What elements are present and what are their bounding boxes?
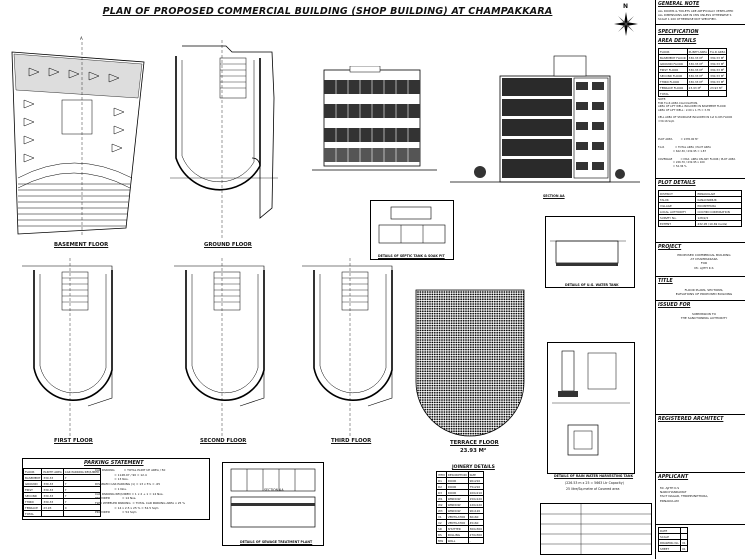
page-title: PLAN OF PROPOSED COMMERCIAL BUILDING (SH…	[102, 6, 553, 17]
divider	[656, 178, 745, 179]
septic-tank-label: DETAILS OF SEPTIC TANK & SOAK PIT	[378, 254, 445, 258]
table-cell: MW	[436, 537, 447, 544]
terrace-floor-label: TERRACE FLOOR	[450, 440, 499, 446]
sheet-value: 01	[680, 545, 688, 552]
parking-calculation-text: CAR PARKING = TOTAL PLINT UP AREA / 50 =…	[95, 468, 186, 515]
first-floor-plan	[8, 258, 133, 438]
applicant-text: Mr. AJITH K.S NARICHANDAMAT FACT NAGAR, …	[660, 486, 709, 503]
rainwater-capacity: (226.53 m x 25 = 5663 Ltr Capacity)	[565, 481, 624, 485]
general-note-text: ALL ROOMS & TOILETS ARE ARTIFICIALLY VEN…	[658, 9, 734, 21]
terrace-floor-plan	[412, 286, 530, 440]
title-heading: TITLE	[658, 279, 673, 284]
joinery-title: JOINERY DETAILS	[452, 465, 495, 470]
north-label: N	[623, 3, 629, 10]
parking-statement-title: PARKING STATEMENT	[84, 460, 144, 466]
table-cell: WALL	[445, 537, 469, 544]
table-cell	[686, 90, 710, 97]
axis-label-a: A	[80, 36, 83, 41]
table-cell: TOTAL	[22, 510, 43, 517]
table-row: TOTAL	[658, 90, 728, 97]
table-cell: EXTENT	[657, 220, 697, 227]
second-floor-plan	[160, 258, 285, 438]
project-heading: PROJECT	[658, 245, 682, 250]
table-cell: TOTAL	[658, 90, 688, 97]
table-row: TOTAL	[22, 510, 102, 517]
parking-statement-box	[22, 458, 210, 520]
ground-floor-label: GROUND FLOOR	[204, 242, 252, 248]
ug-water-tank-detail	[545, 216, 635, 288]
section-aa-label: SECTION AA	[543, 194, 565, 198]
ug-tank-label: DETAILS OF U.G. WATER TANK	[565, 283, 619, 287]
sewage-plant-label: DETAILS OF SEWAGE TREATMENT PLANT	[240, 540, 313, 544]
issued-for-text: SUBMISSION TO THE SANCTIONING AUTHORITY	[680, 312, 728, 321]
basement-floor-plan: A	[4, 36, 154, 238]
applicant-heading: APPLICANT	[658, 475, 689, 480]
north-compass-icon: N	[612, 3, 640, 44]
divider	[656, 24, 745, 25]
divider	[656, 242, 745, 243]
sewage-section-label: SECTION AA	[264, 488, 284, 492]
table-cell	[41, 510, 64, 517]
specification-heading: SPECIFICATION	[658, 30, 699, 35]
third-floor-plan	[288, 258, 413, 438]
title-block-sidebar: GENERAL NOTE ALL ROOMS & TOILETS ARE ART…	[655, 0, 745, 559]
registered-architect-heading: REGISTERED ARCHITECT	[658, 417, 724, 422]
section-aa-drawing	[450, 48, 640, 193]
project-text: PROPOSED COMMERCIAL BUILDING AT CHAMPAKK…	[677, 253, 731, 270]
table-cell	[62, 510, 102, 517]
basement-floor-label: BASEMENT FLOOR	[54, 242, 109, 248]
rainwater-rate: 25 litre/Sq.metre of Covered area	[566, 487, 620, 491]
terrace-area-label: 23.93 M²	[460, 448, 487, 454]
sewage-plant-detail	[222, 462, 324, 546]
rainwater-tank-detail	[547, 342, 635, 474]
divider	[656, 472, 745, 473]
table-cell: 432.95 (10.69 Cents)	[695, 220, 742, 227]
septic-tank-detail	[370, 200, 454, 260]
signature-stamp-box	[540, 503, 652, 555]
divider	[656, 524, 745, 525]
rainwater-label: DETAILS OF RAIN WATER HARVESTING TANK	[554, 474, 634, 478]
third-floor-label: THIRD FLOOR	[331, 438, 372, 444]
general-note-heading: GENERAL NOTE	[658, 2, 700, 7]
divider	[656, 300, 745, 301]
plot-details-heading: PLOT DETAILS	[658, 181, 696, 186]
table-cell: -	[467, 537, 485, 544]
parking-table: FLOOR PLINTH AREA CAR PARKING REQUIRED B…	[22, 468, 102, 517]
sheet-label: SHEET	[657, 545, 682, 552]
title-text: FLOOR PLANS, SECTIONS, ELEVATIONS OF PRO…	[675, 288, 733, 297]
second-floor-label: SECOND FLOOR	[200, 438, 247, 444]
ground-floor-plan	[160, 38, 285, 238]
table-cell	[708, 90, 728, 97]
area-details-heading: AREA DETAILS	[658, 39, 697, 44]
divider	[656, 276, 745, 277]
front-elevation	[312, 65, 437, 181]
divider	[656, 414, 745, 415]
issued-for-heading: ISSUED FOR	[658, 303, 691, 308]
first-floor-label: FIRST FLOOR	[54, 438, 93, 444]
area-notes-text: NOTE: FOR F.A.R AREA CALCULATION, AREA O…	[658, 98, 733, 123]
plot-calculation-text: PLOT AREA = 1335.00 M² F.A.R = TOTAL ARE…	[658, 138, 736, 169]
